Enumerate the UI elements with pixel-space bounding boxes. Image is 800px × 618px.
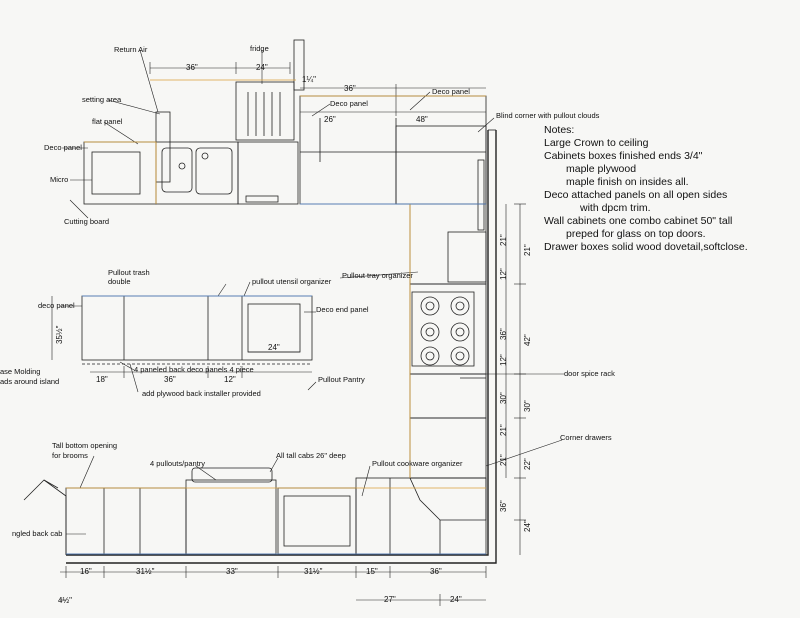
dim-top-24: 24" bbox=[256, 63, 268, 72]
leader-lines bbox=[60, 49, 564, 535]
label-fridge: fridge bbox=[250, 44, 269, 53]
note-line: Cabinets boxes finished ends 3/4" bbox=[544, 150, 703, 162]
dim-island-18: 18" bbox=[96, 375, 108, 384]
dim-island-36: 36" bbox=[164, 375, 176, 384]
note-line: Large Crown to ceiling bbox=[544, 137, 649, 149]
dim-bot-16: 16" bbox=[80, 567, 92, 576]
label-deco-panel-upper: Deco panel bbox=[330, 99, 368, 108]
dim-bot-27: 27" bbox=[384, 595, 396, 604]
label-deco-end-panel: Deco end panel bbox=[316, 305, 369, 314]
note-line: maple plywood bbox=[566, 163, 637, 175]
label-four-pullouts: 4 pullouts/pantry bbox=[150, 459, 206, 468]
dim-right-21a: 21" bbox=[523, 244, 532, 256]
label-pullout-pantry: Pullout Pantry bbox=[318, 375, 365, 384]
label-deco-panel-island: deco panel bbox=[38, 301, 75, 310]
label-deco-panel-right: Deco panel bbox=[432, 87, 470, 96]
dim-bot-33: 33" bbox=[226, 567, 238, 576]
label-around-island: ads around island bbox=[0, 377, 60, 386]
dim-bot-31b: 31½" bbox=[304, 567, 323, 576]
dim-right-42: 42" bbox=[523, 334, 532, 346]
dim-right-21b: 21" bbox=[499, 454, 508, 466]
dim-upper-48: 48" bbox=[416, 115, 428, 124]
dim-bot-24: 24" bbox=[450, 595, 462, 604]
dim-right-22: 22" bbox=[523, 458, 532, 470]
label-pullout-tray: Pullout tray organizer bbox=[342, 271, 413, 280]
label-door-spice: door spice rack bbox=[564, 369, 615, 378]
label-cutting-board: Cutting board bbox=[64, 217, 110, 226]
dim-right-36b: 36" bbox=[499, 500, 508, 512]
dim-right-24: 24" bbox=[523, 520, 532, 532]
label-setting-area: setting area bbox=[82, 95, 122, 104]
island bbox=[81, 295, 313, 365]
label-for-brooms: for brooms bbox=[52, 451, 88, 460]
dim-top-1-4: 1¼" bbox=[302, 75, 316, 84]
dim-bot-15: 15" bbox=[366, 567, 378, 576]
bottom-cabinet-run bbox=[65, 467, 487, 555]
dim-upper-36: 36" bbox=[344, 84, 356, 93]
outer-wall bbox=[23, 129, 497, 564]
dim-right-12: 12" bbox=[499, 354, 508, 366]
label-tall-bottom: Tall bottom opening bbox=[52, 441, 118, 450]
label-angled-back: ngled back cab bbox=[12, 529, 63, 538]
note-line: preped for glass on top doors. bbox=[566, 228, 706, 240]
notes-block: Notes: Large Crown to ceiling Cabinets b… bbox=[544, 124, 748, 254]
notes-title: Notes: bbox=[544, 124, 575, 136]
label-deco-panel-left: Deco panel bbox=[44, 143, 82, 152]
note-line: Deco attached panels on all open sides bbox=[544, 189, 728, 201]
label-base-molding: ase Molding bbox=[0, 367, 41, 376]
note-line: Wall cabinets one combo cabinet 50" tall bbox=[544, 215, 733, 227]
note-line: Drawer boxes solid wood dovetail,softclo… bbox=[544, 241, 748, 253]
dim-top-36: 36" bbox=[186, 63, 198, 72]
label-micro: Micro bbox=[50, 175, 69, 184]
note-line: maple finish on insides all. bbox=[566, 176, 689, 188]
dim-bot-36: 36" bbox=[430, 567, 442, 576]
dim-left-21b: 21" bbox=[499, 424, 508, 436]
trim-lines bbox=[66, 79, 486, 555]
label-return-air: Return Air bbox=[114, 45, 148, 54]
label-four-paneled: 4 paneled back deco panels 4 piece bbox=[134, 365, 254, 374]
dim-left-30: 30" bbox=[499, 392, 508, 404]
label-plywood-back: add plywood back installer provided bbox=[142, 389, 261, 398]
dim-right-36: 36" bbox=[499, 328, 508, 340]
label-flat-panel: flat panel bbox=[92, 117, 123, 126]
dim-bot-31a: 31½" bbox=[136, 567, 155, 576]
label-blind-corner: Blind corner with pullout clouds bbox=[496, 111, 600, 120]
label-tall-cabs: All tall cabs 26" deep bbox=[276, 451, 346, 460]
label-pullout-utensil: pullout utensil organizer bbox=[252, 277, 332, 286]
dim-right-30: 30" bbox=[523, 400, 532, 412]
dim-bot-4: 4½" bbox=[58, 596, 72, 605]
label-corner-drawers: Corner drawers bbox=[560, 433, 612, 442]
label-cookware: Pullout cookware organizer bbox=[372, 459, 463, 468]
dim-upper-26: 26" bbox=[324, 115, 336, 124]
note-line: with dpcm trim. bbox=[580, 202, 651, 214]
dimension-lines bbox=[51, 62, 526, 606]
dim-island-35: 35½" bbox=[55, 325, 64, 344]
dim-island-24: 24" bbox=[268, 343, 280, 352]
dim-island-12: 12" bbox=[224, 375, 236, 384]
dim-left-12: 12" bbox=[499, 268, 508, 280]
dim-left-21: 21" bbox=[499, 234, 508, 246]
label-pullout-trash: Pullout trash double bbox=[108, 268, 150, 286]
